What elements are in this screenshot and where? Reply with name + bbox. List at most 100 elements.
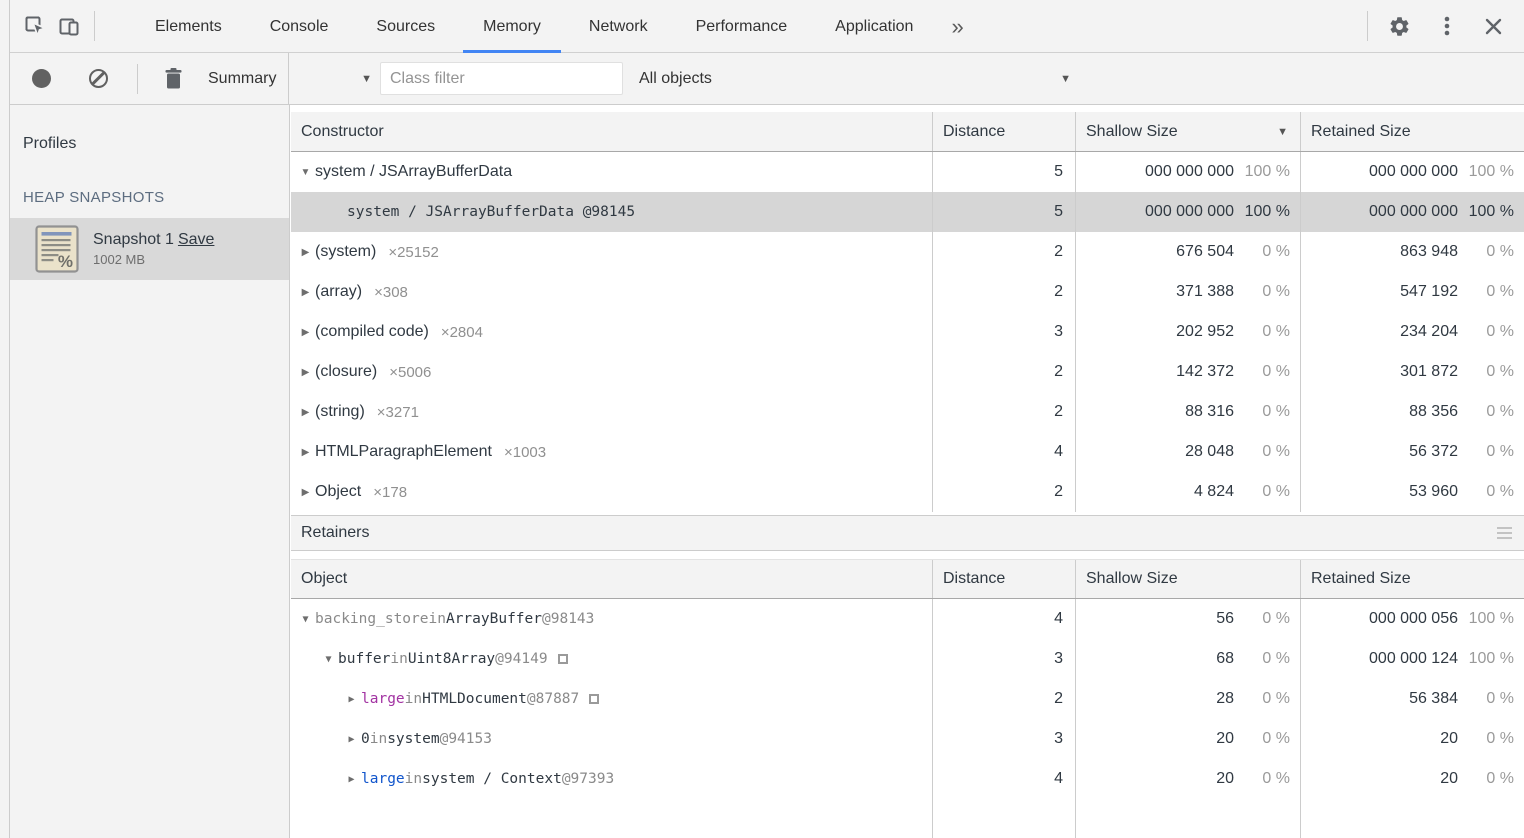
tree-expanded-icon[interactable]: ▼ — [325, 653, 332, 665]
tree-collapsed-icon[interactable]: ▶ — [301, 246, 310, 258]
retainer-object-part: Uint8Array — [407, 651, 496, 667]
column-header-retained-size[interactable]: Retained Size — [1300, 112, 1524, 151]
retainer-object-part: system / Context — [422, 771, 562, 787]
clear-profiles-button[interactable] — [81, 62, 115, 96]
retainer-object-part: in — [404, 691, 423, 707]
constructor-name: (compiled code) — [315, 323, 429, 340]
snapshot-title: Snapshot 1 — [93, 231, 174, 248]
retainer-object-part: in — [404, 771, 423, 787]
retainers-title: Retainers — [301, 524, 370, 541]
inspect-icon — [25, 16, 47, 38]
menu-lines-icon[interactable] — [1495, 523, 1514, 543]
more-vertical-icon — [1444, 16, 1450, 36]
settings-button[interactable] — [1382, 9, 1416, 43]
tab-elements[interactable]: Elements — [155, 17, 222, 35]
retainer-object-part: in — [390, 651, 408, 667]
objects-scope-select[interactable]: All objects ▼ — [639, 70, 1071, 88]
tab-sources[interactable]: Sources — [376, 17, 436, 35]
instance-count: ×1003 — [503, 443, 547, 461]
retainer-object-part: @97393 — [561, 771, 615, 787]
tree-expanded-icon[interactable]: ▼ — [300, 166, 311, 178]
column-header-shallow-size[interactable]: Shallow Size — [1075, 560, 1300, 598]
tree-collapsed-icon[interactable]: ▶ — [348, 773, 355, 785]
close-devtools-button[interactable] — [1476, 9, 1510, 43]
memory-toolbar: Summary ▼ All objects ▼ — [0, 53, 1524, 105]
instance-count: ×308 — [374, 283, 408, 301]
inspect-element-button[interactable] — [18, 9, 52, 43]
retainer-object-part: @94153 — [439, 731, 492, 747]
retainer-object-part: backing_store — [315, 611, 429, 627]
more-tabs-button[interactable]: » — [951, 13, 964, 39]
tab-memory[interactable]: Memory — [459, 0, 565, 53]
tree-collapsed-icon[interactable]: ▶ — [301, 366, 310, 378]
retainer-object-part: @98143 — [542, 611, 595, 627]
record-icon — [31, 69, 51, 88]
retainer-object-part: @94149 — [495, 651, 548, 667]
retainer-object-part: system — [387, 731, 440, 747]
tree-collapsed-icon[interactable]: ▶ — [348, 693, 355, 705]
constructor-name: system / JSArrayBufferData @98145 — [347, 204, 636, 220]
column-header-distance[interactable]: Distance — [932, 560, 1075, 598]
column-header-shallow-size[interactable]: Shallow Size ▼ — [1075, 112, 1300, 151]
toolbar-separator — [94, 11, 95, 41]
device-toolbar-button[interactable] — [52, 9, 86, 43]
column-header-retained-size[interactable]: Retained Size — [1300, 560, 1524, 598]
devtools-tabbar: Elements Console Sources Memory Network Perfo… — [0, 0, 1524, 53]
tree-collapsed-icon[interactable]: ▶ — [301, 326, 310, 338]
tree-collapsed-icon[interactable]: ▶ — [348, 733, 355, 745]
class-filter-input[interactable] — [380, 62, 623, 95]
column-header-constructor[interactable]: Constructor — [301, 122, 384, 140]
retainer-object-part: buffer — [338, 651, 391, 667]
record-profile-button[interactable] — [24, 62, 58, 96]
toolbar-separator — [1367, 11, 1368, 41]
constructor-table-header: Constructor Distance Shallow Size ▼ Reta… — [291, 112, 1524, 152]
more-options-button[interactable] — [1430, 9, 1464, 43]
chevron-down-icon: ▼ — [1060, 72, 1071, 85]
profiles-heading: Profiles — [23, 135, 77, 152]
panel-tabs: Elements Console Sources Memory Network Perfo… — [131, 0, 937, 53]
retainers-table-header: Object Distance Shallow Size Retained Si… — [291, 559, 1524, 599]
retainer-object-part: in — [428, 611, 446, 627]
instance-count: ×2804 — [440, 323, 483, 341]
tree-collapsed-icon[interactable]: ▶ — [301, 286, 310, 298]
perspective-select[interactable]: Summary ▼ — [208, 70, 380, 88]
tree-collapsed-icon[interactable]: ▶ — [301, 446, 310, 458]
perspective-select-value: Summary — [208, 69, 277, 87]
tab-application[interactable]: Application — [835, 17, 914, 35]
retainer-object-part: @87887 — [526, 691, 580, 707]
object-marker-icon — [557, 654, 568, 664]
delete-snapshot-button[interactable] — [156, 62, 190, 96]
chevron-down-icon: ▼ — [361, 72, 372, 85]
tab-network[interactable]: Network — [588, 17, 648, 35]
column-header-distance[interactable]: Distance — [932, 112, 1075, 151]
save-snapshot-link[interactable]: Save — [177, 231, 215, 248]
column-header-object[interactable]: Object — [301, 570, 348, 587]
tree-collapsed-icon[interactable]: ▶ — [301, 406, 310, 418]
heap-snapshot-icon: % — [35, 225, 79, 273]
constructor-name: (closure) — [315, 363, 378, 380]
tab-performance[interactable]: Performance — [695, 17, 788, 35]
tree-collapsed-icon[interactable]: ▶ — [301, 486, 310, 498]
tab-console[interactable]: Console — [269, 17, 329, 35]
instance-count: ×3271 — [376, 403, 419, 421]
heap-snapshot-view: Constructor Distance Shallow Size ▼ Reta… — [291, 105, 1524, 838]
constructor-name: HTMLParagraphElement — [315, 443, 492, 460]
tree-expanded-icon[interactable]: ▼ — [302, 613, 309, 625]
svg-text:%: % — [58, 252, 73, 271]
